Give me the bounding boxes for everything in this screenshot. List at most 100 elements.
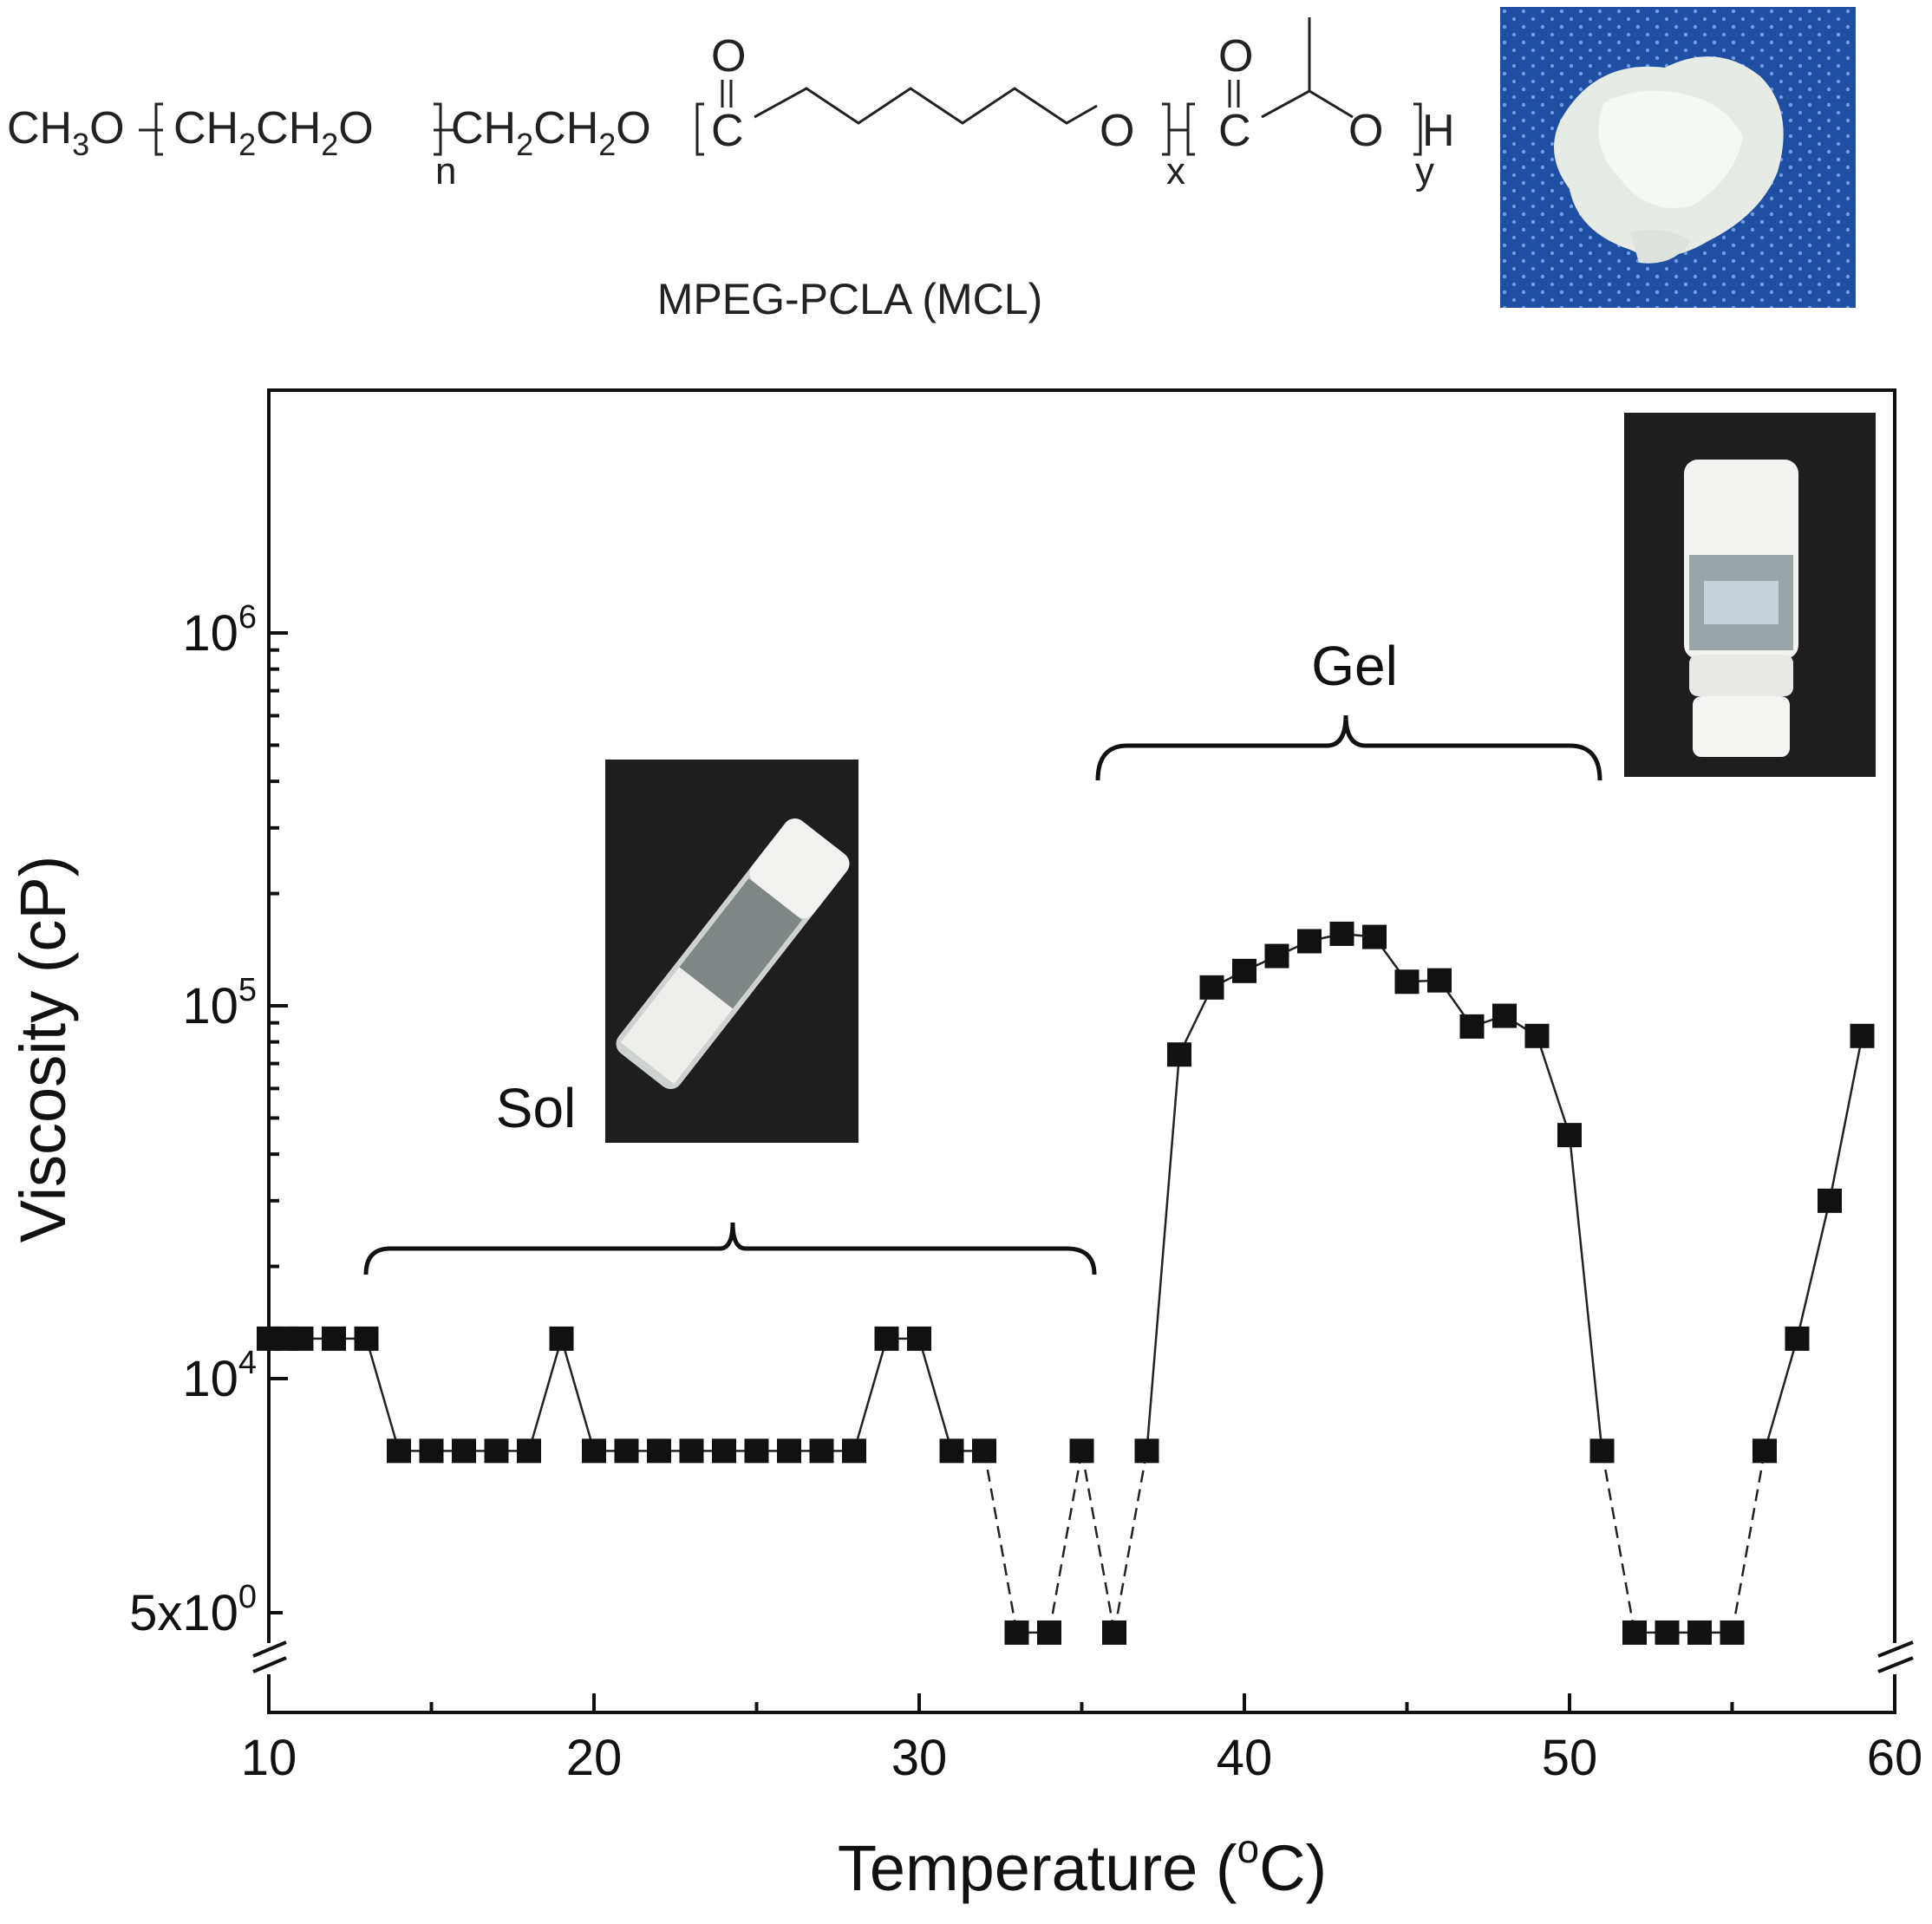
series-line [269, 932, 1863, 1634]
data-point [289, 1326, 314, 1351]
carbonyl2-c: C [1218, 106, 1251, 156]
data-point [1818, 1188, 1842, 1213]
data-point [1134, 1438, 1159, 1464]
series-segment [1568, 1134, 1603, 1451]
data-point [1102, 1620, 1126, 1645]
sol-brace [363, 1222, 1097, 1275]
data-point [484, 1438, 509, 1464]
x-axis-label: Temperature (oC) [838, 1826, 1327, 1904]
data-point [1785, 1326, 1810, 1351]
carbonyl2-o: O [1218, 31, 1253, 82]
data-point [354, 1326, 379, 1351]
data-point [1264, 943, 1289, 969]
pla-chain [1228, 17, 1354, 119]
data-point [1655, 1620, 1680, 1645]
ester-o: O [1100, 106, 1134, 156]
data-point [1850, 1023, 1875, 1048]
data-point [452, 1438, 476, 1464]
series-segment [1796, 1200, 1831, 1340]
data-point [1167, 1042, 1191, 1067]
x-tick-label: 50 [1542, 1730, 1598, 1786]
data-point [1557, 1123, 1582, 1148]
x-tick-label: 60 [1867, 1730, 1923, 1786]
data-point [419, 1438, 444, 1464]
series-segment [1080, 1451, 1116, 1634]
data-point [647, 1438, 671, 1464]
series-markers [257, 921, 1875, 1645]
data-point [842, 1438, 866, 1464]
data-point [1687, 1620, 1712, 1645]
data-point [1069, 1438, 1094, 1464]
series-segment [527, 1338, 563, 1451]
series-segment [917, 1338, 953, 1451]
data-point [1297, 929, 1322, 954]
data-point [582, 1438, 606, 1464]
series-segment [1763, 1338, 1798, 1451]
series-segment [982, 1451, 1018, 1634]
polymer-name: MPEG-PCLA (MCL) [657, 275, 1043, 323]
data-point [322, 1326, 346, 1351]
subscript-n: n [435, 150, 456, 192]
data-point [549, 1326, 574, 1351]
data-point [1394, 969, 1420, 995]
y-tick-label: 104 [182, 1345, 257, 1407]
data-point [1622, 1620, 1647, 1645]
subscript-y: y [1415, 150, 1434, 192]
series-segment [1828, 1035, 1863, 1202]
data-point [777, 1438, 801, 1464]
data-point [712, 1438, 736, 1464]
y-tick-label: 106 [182, 599, 257, 662]
carbonyl-c: C [711, 106, 744, 156]
pla-bracket [1169, 102, 1422, 156]
data-point [1589, 1438, 1615, 1464]
gel-brace [1095, 714, 1602, 781]
y-axis-ticks: 106 105 104 5x100 [129, 599, 288, 1641]
ester2-o: O [1348, 106, 1383, 156]
data-point [1753, 1438, 1777, 1464]
y-tick-label: 5x100 [129, 1579, 257, 1641]
gel-label: Gel [1311, 635, 1398, 697]
y-tick-label: 105 [182, 972, 257, 1034]
data-point [809, 1438, 834, 1464]
data-point [939, 1438, 964, 1464]
series-segment [1536, 1035, 1571, 1136]
data-point [1037, 1620, 1061, 1645]
series-segment [1601, 1451, 1636, 1634]
segment-sub3: 3 [72, 127, 89, 162]
data-point [1329, 921, 1354, 946]
data-point [874, 1326, 899, 1351]
x-tick-label: 10 [241, 1730, 297, 1786]
powder-photo [1500, 7, 1856, 308]
pcl-bracket [695, 102, 1171, 156]
data-point [1362, 924, 1387, 949]
linker-unit: CH2CH2O [451, 103, 651, 162]
x-tick-label: 20 [566, 1730, 623, 1786]
data-point [517, 1438, 541, 1464]
data-point [1524, 1023, 1550, 1048]
carbonyl-o: O [711, 31, 746, 82]
gel-vial-photo [1624, 413, 1876, 777]
segment-o: O [89, 103, 124, 153]
data-point [679, 1438, 704, 1464]
end-h: H [1422, 106, 1455, 156]
series-segment [1145, 1054, 1181, 1451]
sol-vial-photo [605, 760, 858, 1143]
data-point [1427, 968, 1452, 993]
data-point [744, 1438, 769, 1464]
data-point [614, 1438, 639, 1464]
data-point [1459, 1014, 1485, 1039]
series-segment [365, 1338, 401, 1451]
data-point [1232, 958, 1256, 983]
data-point [907, 1326, 931, 1351]
series-segment [1048, 1451, 1083, 1634]
series-segment [1113, 1451, 1148, 1634]
segment-ch: CH [7, 103, 72, 153]
series-segment [560, 1338, 596, 1451]
data-point [1199, 975, 1224, 1000]
data-point [1720, 1620, 1745, 1645]
peg-unit: CH2CH2O [173, 103, 374, 162]
subscript-x: x [1166, 150, 1185, 192]
series-segment [852, 1338, 888, 1451]
